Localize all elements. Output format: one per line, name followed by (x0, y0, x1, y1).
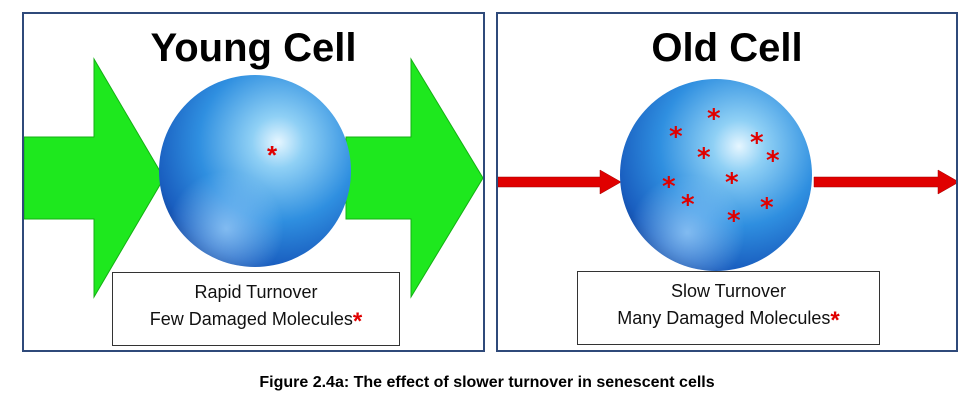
blue-sphere-icon (159, 75, 351, 267)
damaged-molecules-label: Few Damaged Molecules (149, 309, 353, 329)
red-asterisk-icon: * (662, 172, 676, 202)
turnover-label: Slow Turnover (670, 281, 787, 301)
old-cell-caption: Slow Turnover Many Damaged Molecules* (577, 271, 880, 345)
figure-caption: Figure 2.4a: The effect of slower turnov… (259, 374, 715, 391)
red-asterisk-icon: * (766, 146, 780, 176)
red-asterisk-icon: * (725, 168, 739, 198)
red-asterisk-icon: * (707, 104, 721, 134)
young-cell-panel: Young Cell * Rapid Turnover Few Damaged … (22, 12, 485, 352)
turnover-label: Rapid Turnover (194, 282, 318, 302)
red-asterisk-icon: * (750, 128, 764, 158)
blue-sphere-icon (620, 79, 812, 271)
red-asterisk-icon: * (352, 308, 363, 335)
red-asterisk-icon: * (267, 140, 278, 170)
red-asterisk-icon: * (681, 190, 695, 220)
red-asterisk-icon: * (697, 143, 711, 173)
panel-title: Young Cell (150, 26, 357, 70)
red-arrow-icon (498, 169, 622, 195)
green-arrow-icon (24, 57, 165, 299)
red-asterisk-icon: * (727, 206, 741, 236)
green-arrow-icon (345, 57, 483, 299)
red-asterisk-icon: * (669, 122, 683, 152)
damaged-molecules-label: Many Damaged Molecules (617, 308, 831, 328)
young-cell-caption: Rapid Turnover Few Damaged Molecules* (112, 272, 400, 346)
old-cell-art (498, 79, 956, 271)
old-cell-panel: Old Cell * * * * * * * * * * Slow Turnov… (496, 12, 958, 352)
young-cell-art (24, 57, 483, 299)
red-asterisk-icon: * (760, 193, 774, 223)
panel-title: Old Cell (651, 26, 803, 70)
red-arrow-icon (813, 169, 956, 195)
red-asterisk-icon: * (830, 307, 840, 334)
